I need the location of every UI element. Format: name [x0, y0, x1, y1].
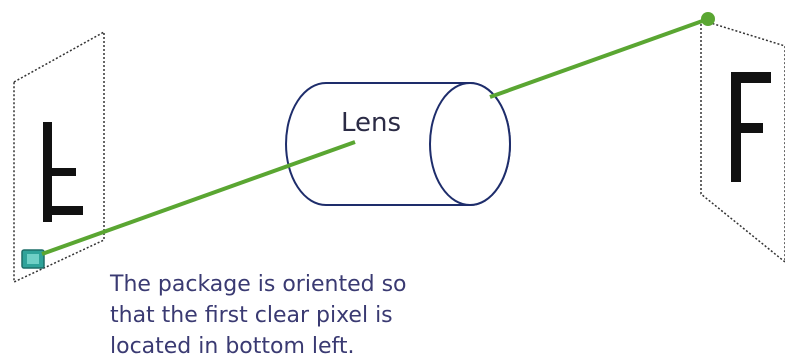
image-plane-panel [13, 30, 105, 284]
lens: Lens [285, 82, 511, 206]
rotated-f-glyph [43, 122, 83, 222]
image-plane [13, 30, 105, 284]
object-plane-panel [700, 18, 785, 263]
caption-line-1: The package is oriented so [109, 272, 406, 297]
light-ray [41, 12, 715, 256]
lens-label: Lens [341, 108, 401, 138]
object-plane [700, 18, 785, 263]
caption: The package is oriented so that the firs… [109, 272, 406, 359]
f-glyph [731, 72, 771, 182]
ray-segment-object [489, 17, 709, 99]
ray-segment-image [41, 140, 356, 256]
ray-source-dot [701, 12, 715, 26]
lens-front-face [429, 82, 511, 206]
caption-line-2: that the first clear pixel is [110, 303, 393, 328]
chip-icon [21, 249, 45, 269]
caption-line-3: located in bottom left. [110, 334, 355, 359]
